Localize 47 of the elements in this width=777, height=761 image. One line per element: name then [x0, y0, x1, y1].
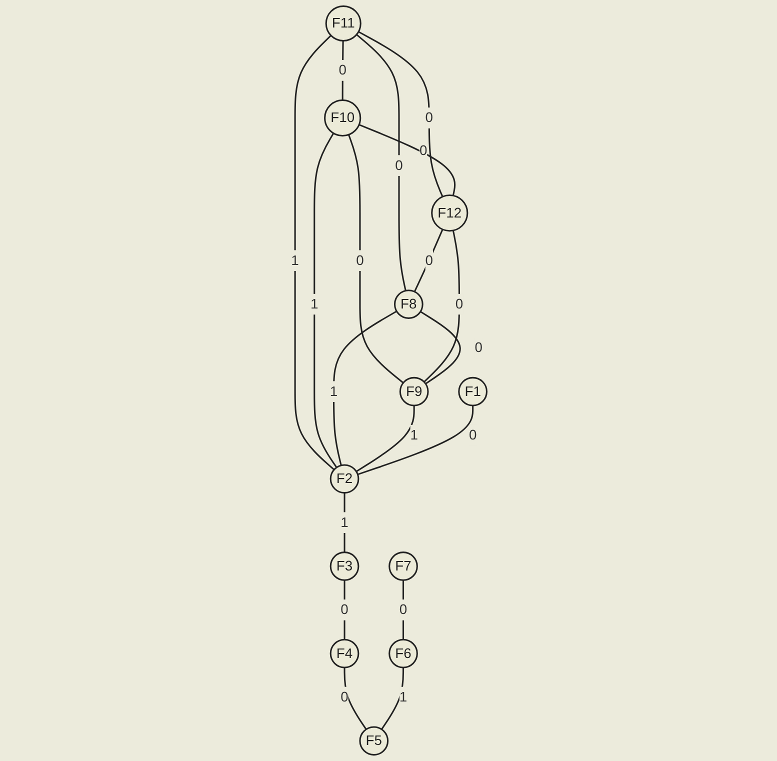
connector	[341, 40, 344, 100]
edge-label: 1	[410, 427, 418, 443]
connector	[332, 310, 397, 466]
connector	[358, 31, 443, 198]
connector	[355, 406, 414, 472]
edge-label: 0	[394, 157, 402, 173]
connector	[358, 124, 456, 196]
node-circle: F6	[388, 638, 418, 668]
connector	[413, 229, 443, 292]
edge-label: 0	[424, 110, 433, 126]
connector	[402, 580, 404, 640]
node-circle: F4	[329, 638, 359, 668]
edge-label: 1	[398, 689, 407, 705]
edge-label: 1	[290, 252, 298, 268]
connector	[356, 406, 474, 476]
connector	[420, 310, 460, 384]
connector	[294, 34, 334, 470]
node-circle: F2	[329, 464, 359, 494]
connector	[348, 134, 404, 384]
node-circle: F9	[398, 376, 428, 406]
edge-label: 0	[356, 252, 364, 268]
connector	[423, 230, 460, 382]
edge-label: 0	[338, 62, 346, 78]
node-circle: F10	[324, 99, 361, 137]
connector	[343, 667, 366, 730]
node-circle: F11	[324, 5, 361, 42]
node-circle: F1	[458, 376, 488, 406]
edge-label: 1	[310, 296, 318, 312]
edge-label: 0	[340, 689, 348, 705]
node-circle: F12	[430, 194, 468, 232]
edge-label: 0	[419, 142, 427, 158]
edge-label: 0	[474, 340, 482, 356]
connector	[343, 580, 345, 640]
node-circle: F3	[329, 552, 359, 581]
connector	[313, 132, 337, 468]
edge-label: 0	[468, 427, 476, 443]
edge-label: 0	[340, 602, 348, 618]
node-circle: F7	[388, 552, 418, 581]
edge-label: 0	[454, 296, 463, 312]
edge-label: 0	[398, 602, 407, 618]
node-circle: F8	[394, 290, 423, 319]
edge-label: 1	[340, 514, 348, 530]
connector	[356, 34, 406, 291]
edge-label: 0	[424, 252, 433, 268]
node-circle: F5	[358, 726, 388, 756]
connector	[380, 667, 404, 730]
edge-label: 1	[329, 383, 338, 399]
